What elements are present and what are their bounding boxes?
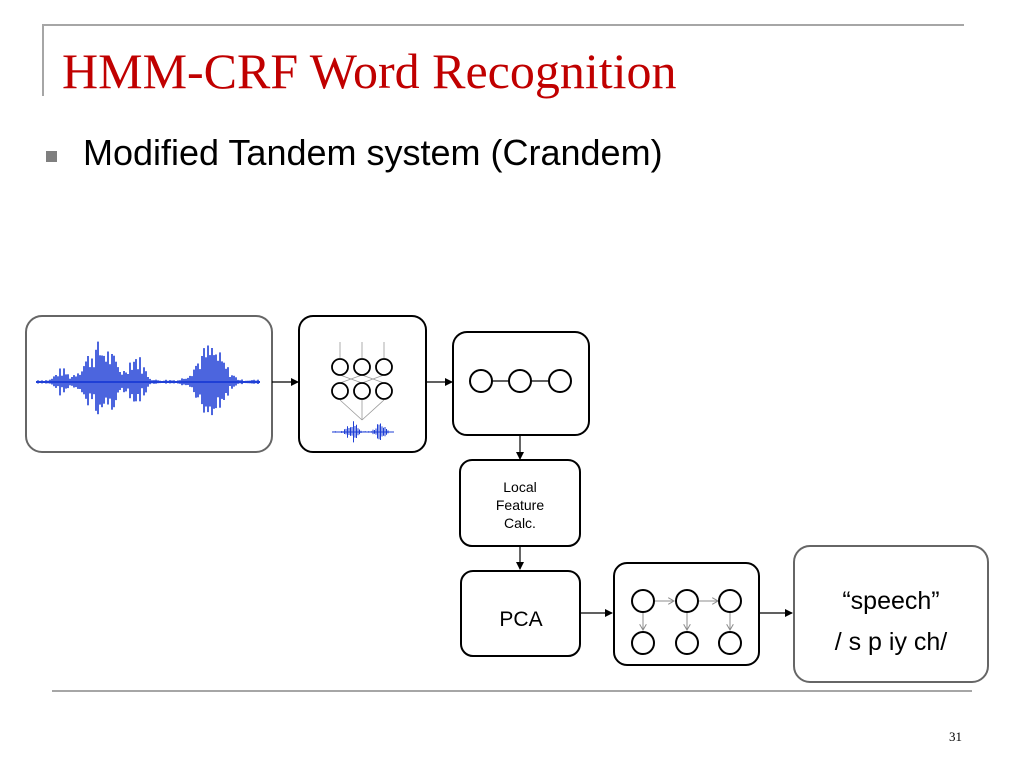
frame-bottom-line bbox=[52, 690, 972, 692]
waveform-box bbox=[25, 315, 273, 453]
crf-chain-icon bbox=[469, 369, 572, 393]
crf-chain-box bbox=[452, 331, 590, 436]
local-feature-label-line-2: Feature bbox=[496, 497, 544, 513]
neural-net-box bbox=[298, 315, 427, 453]
output-word: “speech” bbox=[842, 587, 939, 615]
bullet-text: Modified Tandem system (Crandem) bbox=[83, 132, 663, 173]
hmm-box bbox=[613, 562, 760, 666]
square-bullet-icon bbox=[46, 150, 57, 162]
neural-net-icon bbox=[331, 342, 393, 421]
output-phones: / s p iy ch/ bbox=[835, 628, 948, 656]
slide-title: HMM-CRF Word Recognition bbox=[62, 43, 677, 99]
local-feature-calc-box: Local Feature Calc. bbox=[459, 459, 581, 547]
pca-label: PCA bbox=[499, 608, 542, 631]
pca-box: PCA bbox=[460, 570, 581, 657]
frame-top-line bbox=[42, 24, 964, 26]
page-number: 31 bbox=[949, 729, 962, 744]
frame-left-line bbox=[42, 24, 44, 96]
local-feature-label-line-3: Calc. bbox=[504, 515, 536, 531]
output-box: “speech” / s p iy ch/ bbox=[793, 545, 989, 683]
hmm-icon bbox=[631, 589, 742, 655]
bullet-item: Modified Tandem system (Crandem) bbox=[46, 132, 663, 174]
local-feature-label-line-1: Local bbox=[503, 479, 536, 495]
